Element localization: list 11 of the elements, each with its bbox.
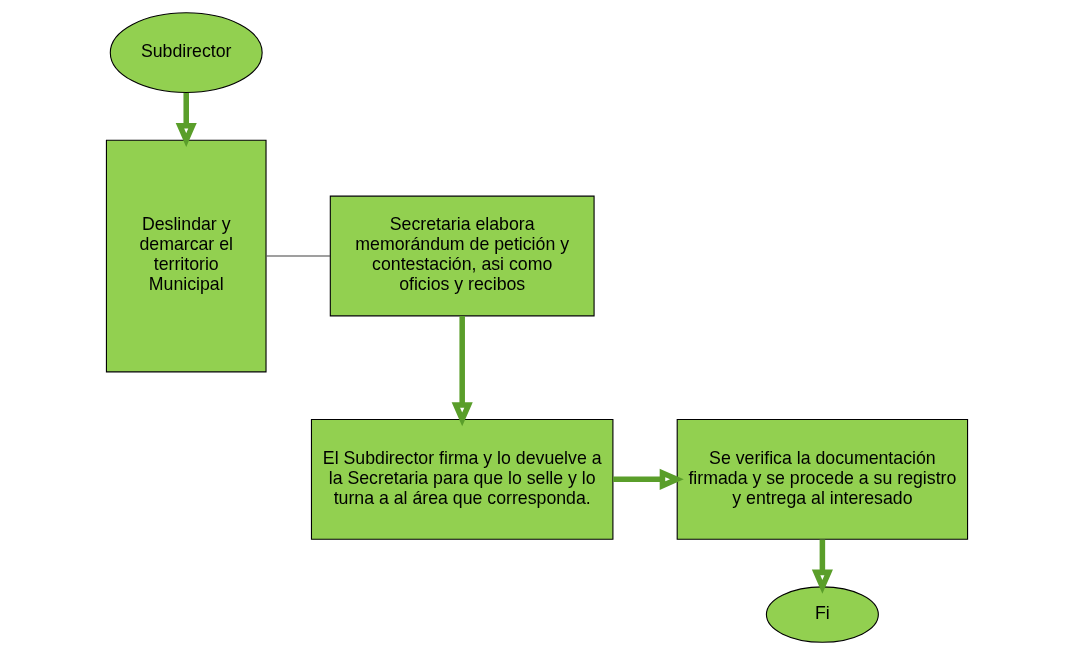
node-box: Deslindar y demarcar el territorio Municipal xyxy=(105,139,267,373)
node-box: Se verifica la documentación firmada y se procede a su registro y entrega al interesado xyxy=(676,418,968,540)
arrow xyxy=(175,93,197,147)
connector xyxy=(265,255,331,257)
node-box: El Subdirector firma y lo devuelve a la Secretaria para que lo selle y lo turna a al área que corresponda. xyxy=(310,418,613,540)
arrow xyxy=(451,316,473,427)
arrow xyxy=(811,539,833,594)
node-ellipse: Subdirector xyxy=(109,12,263,94)
arrow xyxy=(612,468,684,490)
node-ellipse: Fi xyxy=(765,586,879,643)
node-box: Secretaria elabora memorándum de petición y contestación, asi como oficios y recibos xyxy=(329,195,595,317)
